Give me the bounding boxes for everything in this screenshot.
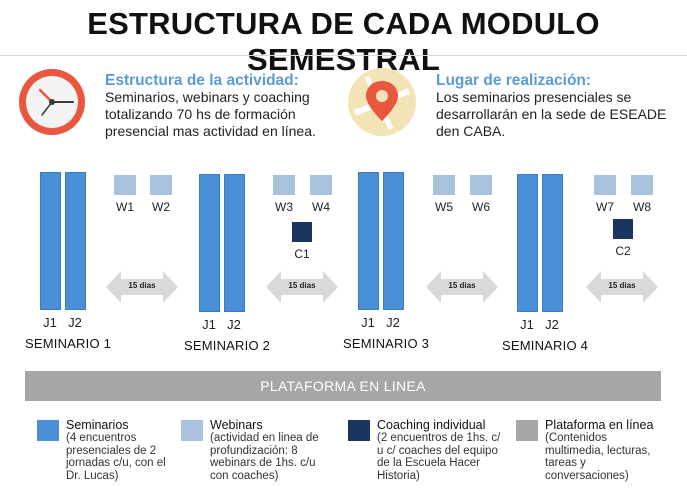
webinar-4-label: W4 [312,200,330,214]
seminar-1-day-2-bar [65,172,86,310]
map-pin-icon [348,68,416,136]
webinar-1-square [114,175,136,195]
webinar-7-square [594,175,616,195]
info-line: Seminarios, webinars y coaching [105,89,310,105]
seminar-2-day-2-bar [224,174,245,312]
seminar-2-day-1-bar [199,174,220,312]
interval-arrow-3: 15 dias [426,270,498,304]
info-location: Lugar de realización: Los seminarios pre… [436,72,676,140]
coaching-2-label: C2 [615,244,631,258]
webinar-6-square [470,175,492,195]
interval-arrow-4-label: 15 dias [608,281,636,290]
legend-webinars: Webinars (actividad en linea de profundi… [210,418,330,482]
legend-webinars-title: Webinars [210,418,263,432]
seminar-2-j2-label: J2 [227,317,241,332]
coaching-1-square [292,222,312,242]
legend-seminarios-desc: (4 encuentros presenciales de 2 jornadas… [66,432,166,482]
interval-arrow-4: 15 dias [586,270,658,304]
seminar-1-j1-label: J1 [43,315,57,330]
legend-plataforma-swatch [516,420,538,441]
legend-coaching-swatch [348,420,370,441]
clock-icon [19,69,85,135]
seminar-3-j2-label: J2 [386,315,400,330]
seminar-1-j2-label: J2 [68,315,82,330]
seminar-1-label: SEMINARIO 1 [25,336,111,351]
legend-seminarios-swatch [37,420,59,441]
title-divider [0,55,687,56]
legend-plataforma: Plataforma en línea (Contenidos multimed… [545,418,665,482]
seminar-3-j1-label: J1 [361,315,375,330]
double-arrow-icon [426,271,498,303]
online-platform-bar: PLATAFORMA EN LINEA [25,371,661,401]
interval-arrow-2-label: 15 dias [288,281,316,290]
webinar-5-label: W5 [435,200,453,214]
double-arrow-icon [586,271,658,303]
webinar-5-square [433,175,455,195]
seminar-4-j1-label: J1 [520,317,534,332]
info-heading: Lugar de realización: [436,72,592,89]
seminar-3-day-1-bar [358,172,379,310]
interval-arrow-1: 15 dias [106,270,178,304]
seminar-2-label: SEMINARIO 2 [184,338,270,353]
interval-arrow-2: 15 dias [266,270,338,304]
seminar-4-label: SEMINARIO 4 [502,338,588,353]
interval-arrow-1-label: 15 dias [128,281,156,290]
webinar-6-label: W6 [472,200,490,214]
webinar-4-square [310,175,332,195]
double-arrow-icon [106,271,178,303]
webinar-8-square [631,175,653,195]
legend-seminarios: Seminarios (4 encuentros presenciales de… [66,418,178,482]
legend-plataforma-title: Plataforma en línea [545,418,654,432]
webinar-2-label: W2 [152,200,170,214]
webinar-7-label: W7 [596,200,614,214]
legend-coaching: Coaching individual (2 encuentros de 1hs… [377,418,509,482]
legend-webinars-swatch [181,420,203,441]
webinar-3-square [273,175,295,195]
coaching-1-label: C1 [294,247,310,261]
info-line: desarrollarán en la sede de ESEADE [436,106,667,122]
legend-seminarios-title: Seminarios [66,418,129,432]
seminar-4-day-2-bar [542,174,563,312]
seminar-4-j2-label: J2 [545,317,559,332]
info-line: den CABA. [436,123,506,139]
info-line: totalizando 70 hs de formación [105,106,296,122]
legend-coaching-title: Coaching individual [377,418,486,432]
info-heading: Estructura de la actividad: [105,72,299,89]
seminar-1-day-1-bar [40,172,61,310]
coaching-2-square [613,219,633,239]
seminar-2-j1-label: J1 [202,317,216,332]
seminar-3-label: SEMINARIO 3 [343,336,429,351]
webinar-8-label: W8 [633,200,651,214]
webinar-2-square [150,175,172,195]
legend-plataforma-desc: (Contenidos multimedia, lecturas, tareas… [545,432,651,482]
info-activity-structure: Estructura de la actividad: Seminarios, … [105,72,340,140]
page-title: ESTRUCTURA DE CADA MODULO SEMESTRAL [87,6,600,77]
legend-coaching-desc: (2 encuentros de 1hs. c/ u c/ coaches de… [377,432,501,482]
online-platform-label: PLATAFORMA EN LINEA [260,378,426,394]
legend-webinars-desc: (actividad en linea de profundización: 8… [210,432,319,482]
info-line: presencial mas actividad en línea. [105,123,316,139]
seminar-3-day-2-bar [383,172,404,310]
seminar-4-day-1-bar [517,174,538,312]
webinar-3-label: W3 [275,200,293,214]
webinar-1-label: W1 [116,200,134,214]
interval-arrow-3-label: 15 dias [448,281,476,290]
double-arrow-icon [266,271,338,303]
info-line: Los seminarios presenciales se [436,89,632,105]
